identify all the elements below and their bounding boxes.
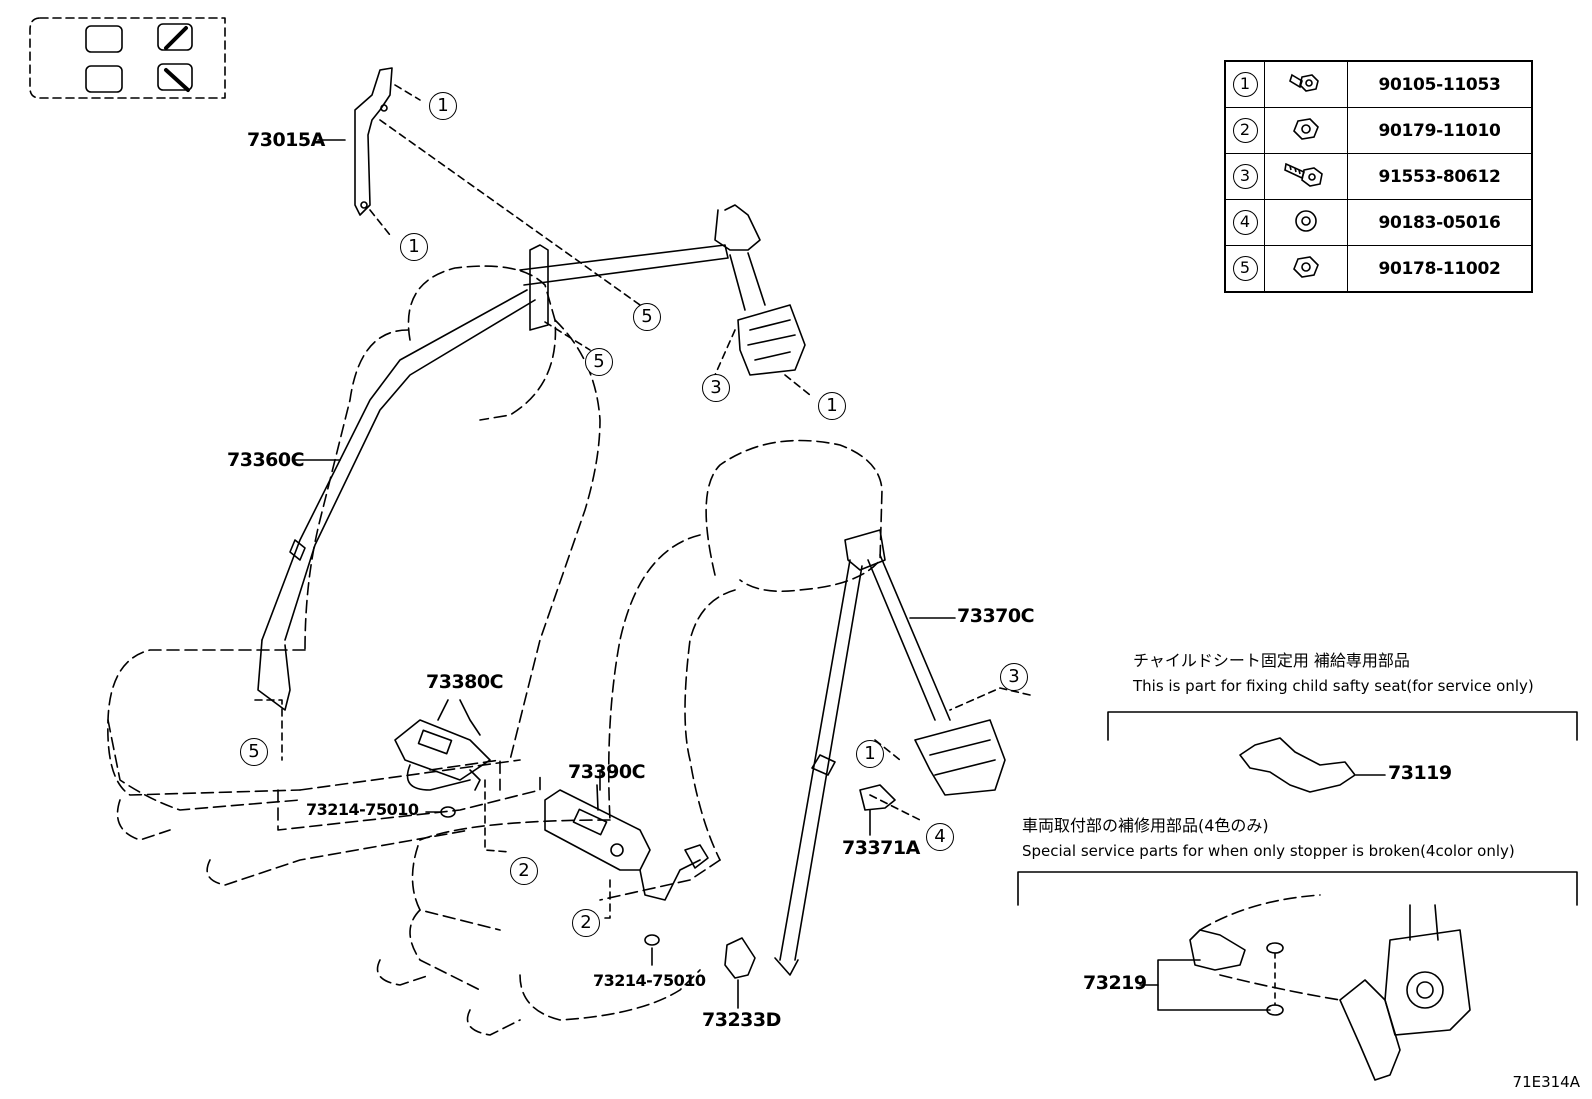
bolt-icon [1289, 73, 1319, 92]
view-legend-box [29, 17, 226, 99]
label-73214-right[interactable]: 73214-75010 [593, 971, 706, 990]
callout-1-retractor: 1 [818, 392, 846, 420]
rear-seat-outline [107, 265, 601, 886]
stopper-note-bracket [1017, 871, 1578, 906]
child-seat-note-bracket [1107, 711, 1578, 741]
part-73360C-belt [257, 204, 806, 711]
ref-number: 5 [1232, 256, 1258, 281]
ref-number: 3 [1232, 164, 1258, 189]
front-seat-outline [376, 439, 883, 1036]
child-seat-note-jp: チャイルドシート固定用 補給専用部品 [1133, 651, 1410, 670]
table-row: 2 90179-11010 [1224, 107, 1533, 154]
callout-5-lower: 5 [585, 348, 613, 376]
table-row: 4 90183-05016 [1224, 199, 1533, 246]
leader-lines [254, 84, 1031, 919]
stopper-note-en: Special service parts for when only stop… [1022, 842, 1515, 860]
callout-2-left: 2 [510, 857, 538, 885]
ref-number: 4 [1232, 210, 1258, 235]
table-row: 1 90105-11053 [1224, 60, 1533, 108]
part-73233D-cover [724, 937, 756, 1009]
nut-icon [1293, 255, 1319, 278]
label-73370C[interactable]: 73370C [957, 605, 1035, 627]
callout-3-retractor: 3 [702, 374, 730, 402]
label-73214-left[interactable]: 73214-75010 [306, 800, 419, 819]
ref-number: 1 [1232, 72, 1258, 97]
label-73233D[interactable]: 73233D [702, 1009, 781, 1031]
part-73370C-belt [774, 529, 1006, 976]
part-number[interactable]: 90183-05016 [1347, 199, 1533, 246]
diagram-id: 71E314A [1512, 1073, 1580, 1091]
washer-icon [1295, 209, 1317, 232]
label-73015A[interactable]: 73015A [247, 129, 325, 151]
part-number[interactable]: 91553-80612 [1347, 153, 1533, 200]
stopper-note-jp: 車両取付部の補修用部品(4色のみ) [1022, 816, 1269, 835]
table-row: 3 91553-80612 [1224, 153, 1533, 200]
callout-3-front: 3 [1000, 663, 1028, 691]
table-row: 5 90178-11002 [1224, 245, 1533, 293]
child-seat-note-en: This is part for fixing child safty seat… [1133, 677, 1534, 695]
part-73380C-buckle [394, 699, 491, 791]
leader-73380C [437, 699, 449, 721]
part-73119-plate [1239, 737, 1386, 793]
label-73390C[interactable]: 73390C [568, 761, 646, 783]
label-73219[interactable]: 73219 [1083, 972, 1147, 994]
callout-1-bracket-bottom: 1 [400, 233, 428, 261]
part-number[interactable]: 90179-11010 [1347, 107, 1533, 154]
label-73119[interactable]: 73119 [1388, 762, 1452, 784]
part-number[interactable]: 90178-11002 [1347, 245, 1533, 293]
part-73015A-bracket [317, 67, 393, 216]
callout-1-top: 1 [429, 92, 457, 120]
ref-number: 2 [1232, 118, 1258, 143]
callout-2-center: 2 [572, 909, 600, 937]
callout-4: 4 [926, 823, 954, 851]
callout-5-upper: 5 [633, 303, 661, 331]
long-bolt-icon [1284, 162, 1323, 187]
part-73219-stopper-detail [1139, 894, 1471, 1081]
fastener-table: 1 90105-11053 2 90179-11010 3 91553-8061… [1224, 60, 1533, 293]
part-number[interactable]: 90105-11053 [1347, 60, 1533, 108]
part-73371A-stopper [859, 784, 896, 836]
label-73371A[interactable]: 73371A [842, 837, 920, 859]
label-73360C[interactable]: 73360C [227, 449, 305, 471]
nut-icon [1293, 117, 1319, 140]
callout-1-front: 1 [856, 740, 884, 768]
part-73390C-buckle [544, 784, 709, 901]
label-73380C[interactable]: 73380C [426, 671, 504, 693]
callout-5-seat: 5 [240, 738, 268, 766]
